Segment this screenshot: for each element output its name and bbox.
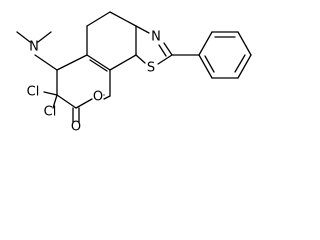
bond-ph-1 <box>198 31 213 56</box>
atom-n-amine: N <box>29 40 39 55</box>
bond-nme-left <box>16 31 31 43</box>
bond-c7-n <box>135 25 150 34</box>
bond-c4a-c8a <box>86 54 111 71</box>
bond-ph-3 <box>237 31 252 56</box>
bond-c7a-c9 <box>109 54 137 71</box>
bond-c2-o1 <box>75 98 93 109</box>
bond-n-c4 <box>34 54 58 71</box>
bond-ph-6 <box>198 54 213 79</box>
bond-c5-c6 <box>86 11 111 27</box>
bond-c4-c4a <box>56 54 88 71</box>
bond-c3-c2 <box>56 94 77 109</box>
bond-s-c7a <box>135 54 146 64</box>
atom-s-thiazole: S <box>147 61 155 76</box>
bond-c-cl-upper <box>43 91 58 96</box>
bond-n-c2t-2 <box>158 44 167 57</box>
bond-c6-c7 <box>109 11 137 27</box>
atom-n-thiazole: N <box>151 30 161 45</box>
bond-ph-d3 <box>204 55 215 73</box>
bond-ph-4 <box>237 54 252 79</box>
bond-o1-c8a-b <box>103 95 111 100</box>
atom-cl-upper: Cl <box>27 85 40 100</box>
bond-ph-d2 <box>234 54 246 73</box>
bond-n-c2t <box>163 42 173 56</box>
bond-nme-right <box>37 31 52 43</box>
chemical-structure: N N S O O Cl Cl <box>16 11 252 135</box>
atom-cl-lower: Cl <box>44 105 57 120</box>
bond-c2t-s <box>157 54 173 65</box>
atom-o-ring: O <box>93 90 103 105</box>
atom-labels: N N S O O Cl Cl <box>27 30 161 135</box>
bonds <box>16 11 252 123</box>
bond-c4a-c8a-2 <box>89 59 108 72</box>
bond-c-cl-lower <box>52 94 58 109</box>
atom-o-carbonyl: O <box>71 120 81 135</box>
